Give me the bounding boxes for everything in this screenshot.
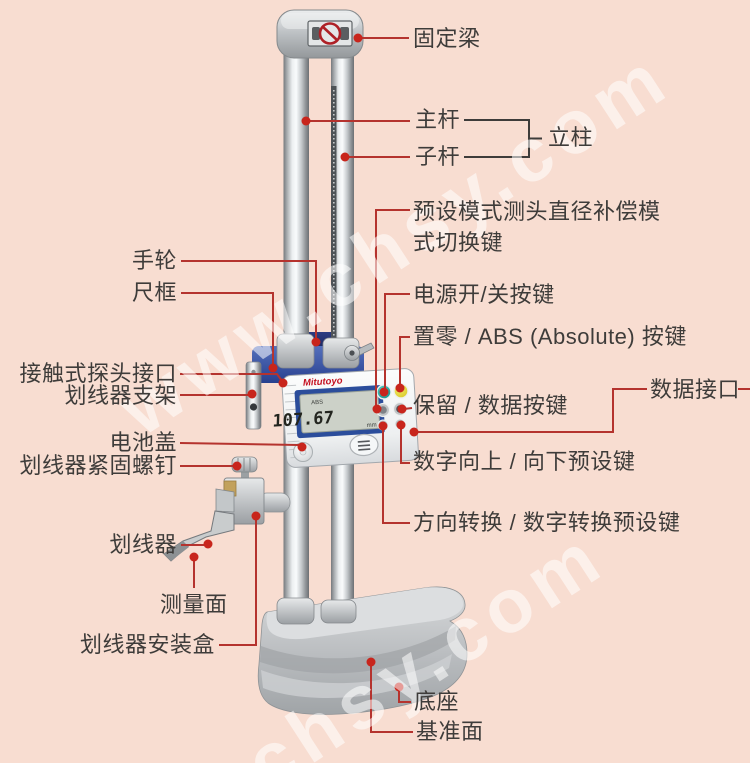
leader-scriber-box [219, 519, 257, 646]
label-fixed-beam: 固定梁 [413, 26, 481, 51]
label-datum-face: 基准面 [416, 719, 484, 744]
screw-stem [241, 471, 249, 480]
label-column: 立柱 [548, 125, 594, 150]
menu-oval-button [349, 433, 379, 457]
bracket-column [464, 119, 542, 158]
sleeve-left [276, 333, 315, 369]
label-touch-probe-port: 接触式探头接口 [19, 361, 177, 386]
label-handwheel: 手轮 [131, 248, 177, 273]
leader-zero-abs [399, 336, 410, 388]
label-scriber-screw: 划线器紧固螺钉 [19, 453, 177, 478]
label-preset-mode: 预设模式测头直径补偿模 式切换键 [413, 196, 661, 258]
prohibition-icon [318, 22, 342, 45]
leader-data-interface [417, 388, 647, 433]
label-main-rod: 主杆 [415, 107, 461, 132]
label-data-interface: 数据接口 [650, 377, 741, 402]
label-sub-rod: 子杆 [415, 144, 461, 169]
leader-power [384, 293, 410, 391]
label-digit-up-down: 数字向上 / 向下预设键 [413, 449, 636, 474]
fixed-beam-part [276, 9, 364, 59]
blade-holder [215, 488, 235, 513]
label-preset-mode-line1: 预设模式测头直径补偿模 [413, 199, 661, 224]
label-hold-data: 保留 / 数据按键 [413, 393, 568, 418]
label-power: 电源开/关按键 [413, 282, 555, 307]
label-battery-cover: 电池盖 [109, 430, 177, 455]
label-scriber-box: 划线器安装盒 [79, 632, 215, 657]
brand-logo: Mitutoyo [303, 375, 343, 388]
lcd-unit: mm [367, 422, 377, 429]
label-zero-abs: 置零 / ABS (Absolute) 按键 [413, 324, 687, 349]
leader-datum-face [370, 664, 413, 733]
callout-dots [189, 33, 419, 692]
leader-handwheel [181, 260, 317, 340]
lcd-value: 107.67 [272, 408, 334, 432]
leader-frame [181, 292, 274, 366]
leader-battery-cover [179, 442, 300, 446]
lcd-mode: ABS [311, 400, 323, 407]
leader-lines [179, 37, 750, 733]
display-unit: Mitutoyo ABS 107.67 mm [272, 368, 419, 468]
label-direction-switch: 方向转换 / 数字转换预设键 [413, 510, 681, 535]
leader-direction-switch [382, 428, 410, 524]
sub-rod-part [331, 54, 354, 612]
leader-touch-probe [180, 373, 283, 382]
label-measuring-face: 测量面 [160, 592, 228, 617]
leader-digit-up-down [400, 427, 410, 464]
label-base: 底座 [414, 689, 460, 714]
leader-base [398, 689, 411, 703]
leader-preset-mode [375, 209, 410, 407]
clamp-lever [344, 342, 375, 361]
column-boss-right [320, 599, 357, 624]
column-boss-left [276, 597, 315, 625]
label-scriber: 划线器 [109, 532, 177, 557]
label-preset-mode-line2: 式切换键 [413, 230, 504, 255]
label-scriber-bracket: 划线器支架 [64, 383, 177, 408]
label-frame: 尺框 [131, 280, 177, 305]
